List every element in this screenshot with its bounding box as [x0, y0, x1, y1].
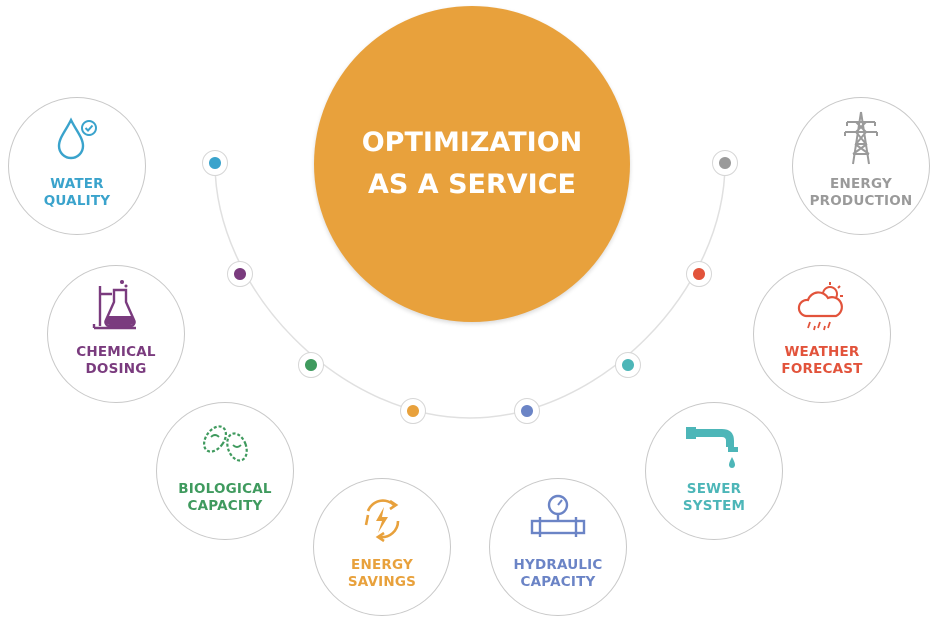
label-line-2: DOSING	[85, 361, 147, 377]
node-biological-capacity: BIOLOGICAL CAPACITY	[156, 402, 294, 540]
label-line-1: WEATHER	[784, 344, 860, 360]
label-line-1: SEWER	[686, 481, 742, 497]
pipe-tap-icon	[686, 427, 738, 468]
label-line-1: CHEMICAL	[76, 344, 156, 360]
label-line-2: CAPACITY	[187, 498, 263, 514]
label-line-2: QUALITY	[43, 193, 111, 209]
node-energy-production: ENERGY PRODUCTION	[792, 97, 930, 235]
label-line-1: HYDRAULIC	[513, 557, 603, 573]
connector-dot-water-quality	[202, 150, 228, 176]
node-hydraulic-capacity: HYDRAULIC CAPACITY	[489, 478, 627, 616]
flask-icon	[92, 280, 136, 330]
center-circle: OPTIMIZATION AS A SERVICE	[314, 6, 630, 322]
connector-dot-hydraulic-capacity	[514, 398, 540, 424]
cloud-sun-rain-icon	[797, 282, 843, 331]
label-line-2: PRODUCTION	[809, 193, 913, 209]
node-sewer-system: SEWER SYSTEM	[645, 402, 783, 540]
water-drop-check-icon	[57, 117, 97, 160]
connector-dot-energy-savings	[400, 398, 426, 424]
connector-dot-biological-capacity	[298, 352, 324, 378]
label-line-2: SAVINGS	[347, 574, 417, 590]
label-line-2: FORECAST	[781, 361, 863, 377]
label-line-1: ENERGY	[830, 176, 892, 192]
node-chemical-dosing: CHEMICAL DOSING	[47, 265, 185, 403]
label-line-1: BIOLOGICAL	[178, 481, 272, 497]
connector-dot-sewer-system	[615, 352, 641, 378]
center-title-line-2: AS A SERVICE	[368, 169, 576, 200]
node-water-quality: WATER QUALITY	[8, 97, 146, 235]
bacteria-icon	[202, 425, 248, 462]
label-line-2: SYSTEM	[682, 498, 746, 514]
center-title-line-1: OPTIMIZATION	[361, 127, 583, 158]
node-energy-savings: ENERGY SAVINGS	[313, 478, 451, 616]
label-line-1: WATER	[50, 176, 104, 192]
label-line-1: ENERGY	[351, 557, 413, 573]
connector-dot-weather-forecast	[686, 261, 712, 287]
connector-dot-energy-production	[712, 150, 738, 176]
energy-cycle-icon	[364, 499, 400, 543]
node-weather-forecast: WEATHER FORECAST	[753, 265, 891, 403]
power-pylon-icon	[844, 111, 878, 165]
connector-dot-chemical-dosing	[227, 261, 253, 287]
label-line-2: CAPACITY	[520, 574, 596, 590]
pressure-gauge-pipe-icon	[530, 494, 586, 537]
